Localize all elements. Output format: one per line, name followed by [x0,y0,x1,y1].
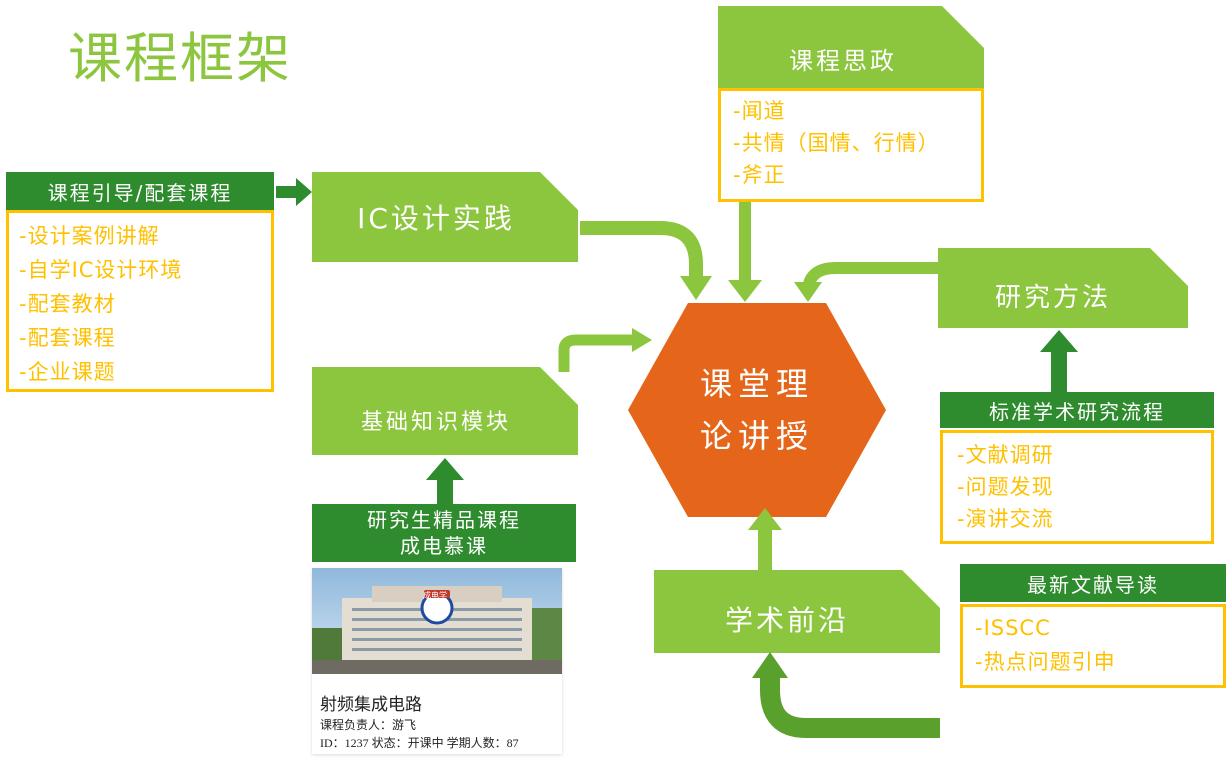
mooc-bar-line-1: 研究生精品课程 [367,508,521,532]
basic-knowledge-shape [312,367,578,455]
guide-arrow [276,178,312,206]
mooc-bar-line-2: 成电慕课 [400,534,488,558]
mooc-bar: 研究生精品课程 成电慕课 [312,504,576,562]
list-item: -文献调研 [957,443,1054,467]
ic-practice-shape [312,172,578,262]
list-item: -企业课题 [19,360,116,384]
literature-list: -ISSCC -热点问题引申 [960,604,1226,688]
list-item: -问题发现 [957,475,1054,499]
mooc-arrow [426,458,464,480]
ic-curve-arrow [580,221,703,278]
basic-knowledge-label: 基础知识模块 [360,410,511,435]
page-title: 课程框架 [68,27,292,90]
research-methods-label: 研究方法 [994,282,1111,313]
guide-list: -设计案例讲解 -自学IC设计环境 -配套教材 -配套课程 -企业课题 [6,210,274,392]
ideology-label: 课程思政 [789,46,897,75]
list-item: -自学IC设计环境 [19,258,183,282]
ideology-list: -闻道 -共情（国情、行情） -斧正 [718,88,984,202]
center-line-2: 论讲授 [699,417,814,455]
list-item: -ISSCC [975,616,1051,640]
basic-curve-arrow [558,334,634,372]
guide-header: 课程引导/配套课程 [6,172,274,210]
course-teacher: 课程负责人：游飞 [320,718,417,732]
ic-practice-label: IC设计实践 [357,202,515,235]
center-text: 课堂理 论讲授 [628,300,886,520]
center-line-1: 课堂理 [699,365,814,403]
frontier-arrow [748,508,782,530]
course-name: 射频集成电路 [320,695,422,714]
research-methods-shape [938,248,1188,328]
list-item: -共情（国情、行情） [733,131,940,155]
ideology-shape [718,6,984,88]
badge-text: 成电学堂 [423,591,447,611]
research-list: -文献调研 -问题发现 -演讲交流 [940,430,1214,544]
standard-flow-arrow [1040,330,1078,352]
frontier-label: 学术前沿 [724,603,849,637]
list-item: -设计案例讲解 [19,224,160,248]
literature-header: 最新文献导读 [960,564,1226,602]
research-curve-arrow [802,262,938,293]
list-item: -演讲交流 [957,507,1054,531]
ideology-arrow [728,280,762,302]
standard-flow-bar: 标准学术研究流程 [940,392,1214,428]
center-hexagon [628,303,886,517]
list-item: -热点问题引申 [975,650,1116,674]
bottom-curve-arrow [760,676,940,738]
campus-photo [312,568,562,674]
list-item: -斧正 [733,163,786,187]
frontier-shape [654,570,940,653]
list-item: -配套教材 [19,292,116,316]
list-item: -闻道 [733,99,786,123]
list-item: -配套课程 [19,326,116,350]
course-meta: ID：1237 状态：开课中 学期人数：87 [320,736,519,750]
